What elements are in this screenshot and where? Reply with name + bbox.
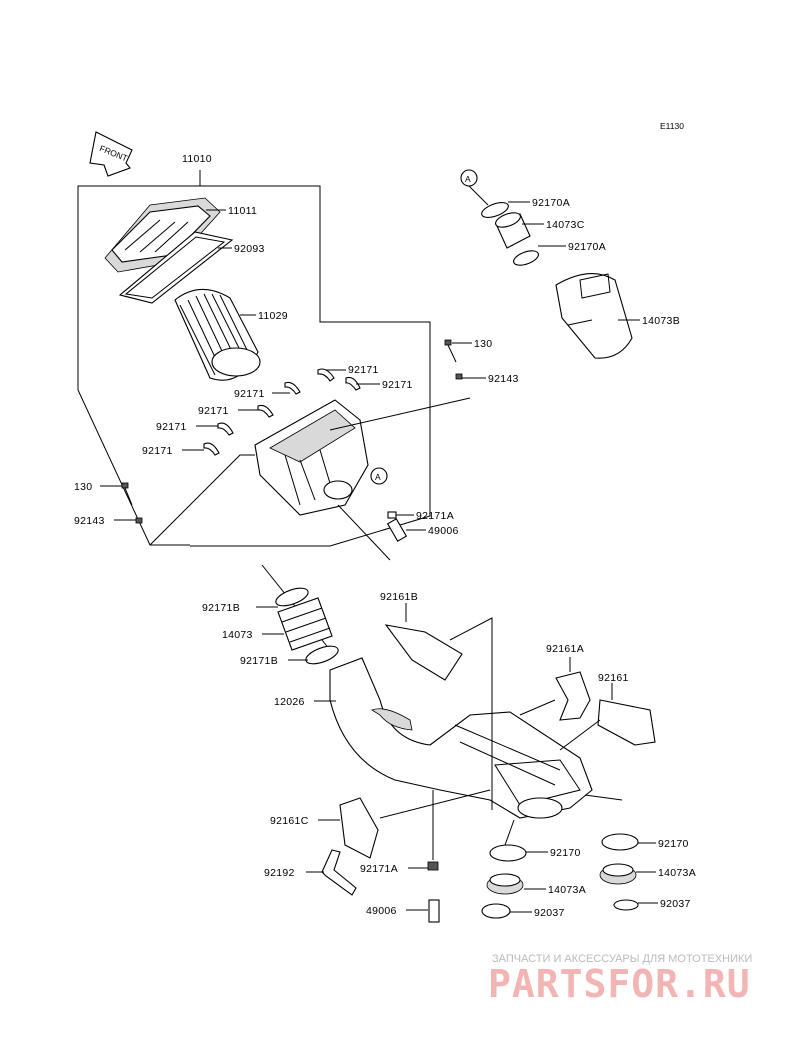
label-14073A-mid: 14073A (548, 884, 586, 896)
callout-a-top-text: A (465, 174, 471, 184)
clip-92171A-bottom (427, 861, 439, 871)
label-92037-right: 92037 (660, 898, 691, 910)
filter-element-11029 (174, 288, 261, 381)
label-11011: 11011 (228, 205, 257, 217)
front-arrow-icon: FRONT (89, 131, 133, 177)
label-92161B: 92161B (380, 591, 418, 603)
clamp-92171B-1 (275, 587, 309, 607)
label-49006-top: 49006 (428, 525, 459, 537)
label-92170-right: 92170 (658, 838, 689, 850)
label-14073B: 14073B (642, 315, 680, 327)
air-cleaner-cover-11011 (104, 197, 221, 273)
clip-92171-2 (345, 376, 361, 391)
duct-14073B (555, 273, 633, 359)
clip-92171-6 (203, 442, 220, 456)
clamp-92170A-1 (481, 202, 509, 218)
air-cleaner-housing (254, 399, 369, 516)
duct-14073C (495, 212, 531, 249)
pad-92161B (384, 624, 463, 681)
label-92171-a1: 92171 (348, 364, 379, 376)
cap-14073A-right (599, 863, 637, 885)
nut-92143-right (455, 373, 463, 380)
label-11029: 11029 (258, 310, 288, 322)
drain-tube-49006-top (386, 518, 408, 542)
clip-92171-5 (217, 422, 234, 436)
label-92171-a5: 92171 (156, 421, 187, 433)
label-14073C: 14073C (546, 219, 585, 231)
clip-92171-3 (284, 381, 301, 395)
nut-92143-left (135, 517, 143, 524)
callout-a-housing (370, 467, 388, 485)
drain-tube-49006-bottom (428, 899, 440, 923)
clamp-92170A-2 (513, 250, 539, 266)
label-49006-bottom: 49006 (366, 905, 397, 917)
label-92192: 92192 (264, 867, 295, 879)
callout-a-housing-text: A (375, 472, 381, 482)
clamp-92171B-2 (305, 645, 339, 665)
label-92171A-top: 92171A (416, 510, 454, 522)
label-92161: 92161 (598, 672, 629, 684)
label-11010: 11010 (182, 153, 212, 165)
label-92093: 92093 (234, 243, 265, 255)
label-92171A-bottom: 92171A (360, 863, 398, 875)
clamp-92037-right (613, 899, 639, 911)
rod-92192 (321, 849, 357, 896)
duct-14073 (277, 597, 333, 651)
label-130-left: 130 (74, 481, 92, 493)
label-92161C: 92161C (270, 815, 309, 827)
bolt-130-right (444, 339, 457, 363)
clamp-92037-mid (481, 903, 511, 919)
clip-92171-1 (317, 368, 335, 382)
cap-14073A-mid (486, 873, 524, 895)
clamp-92170-mid (489, 844, 527, 862)
watermark-tagline: ЗАПЧАСТИ И АКСЕССУАРЫ ДЛЯ МОТОТЕХНИКИ (492, 953, 752, 965)
clamp-92170-right (601, 833, 639, 851)
diagram-code: E1130 (660, 121, 684, 131)
intake-duct-12026 (329, 657, 593, 819)
label-14073A-right: 14073A (658, 867, 696, 879)
label-92171-a2: 92171 (382, 379, 413, 391)
label-92171B-2: 92171B (240, 655, 278, 667)
clip-92171-4 (257, 404, 274, 418)
label-130-right: 130 (474, 338, 492, 350)
pad-92161C (339, 797, 379, 859)
label-92143-right: 92143 (488, 373, 519, 385)
watermark-logo: PARTSFOR.RU (488, 962, 751, 1006)
label-92170A-2: 92170A (568, 241, 606, 253)
label-14073: 14073 (222, 629, 253, 641)
label-92037-mid: 92037 (534, 907, 565, 919)
gasket-92093 (118, 231, 234, 304)
label-12026: 12026 (274, 696, 305, 708)
label-92170-mid: 92170 (550, 847, 581, 859)
clip-92171A-top (387, 511, 397, 519)
bolt-130-left (121, 482, 133, 506)
label-92171-a6: 92171 (142, 445, 173, 457)
pad-92161A (555, 671, 591, 721)
label-92143-left: 92143 (74, 515, 105, 527)
pad-92161 (597, 699, 656, 746)
assembly-bracket-11010-left (149, 454, 255, 546)
label-92170A-1: 92170A (532, 197, 570, 209)
assembly-bracket-11010-right (190, 185, 431, 547)
label-92161A: 92161A (546, 643, 584, 655)
label-92171-a4: 92171 (198, 405, 229, 417)
assembly-bracket-11010 (77, 170, 201, 546)
label-92171B-1: 92171B (202, 602, 240, 614)
label-92171-a3: 92171 (234, 388, 265, 400)
